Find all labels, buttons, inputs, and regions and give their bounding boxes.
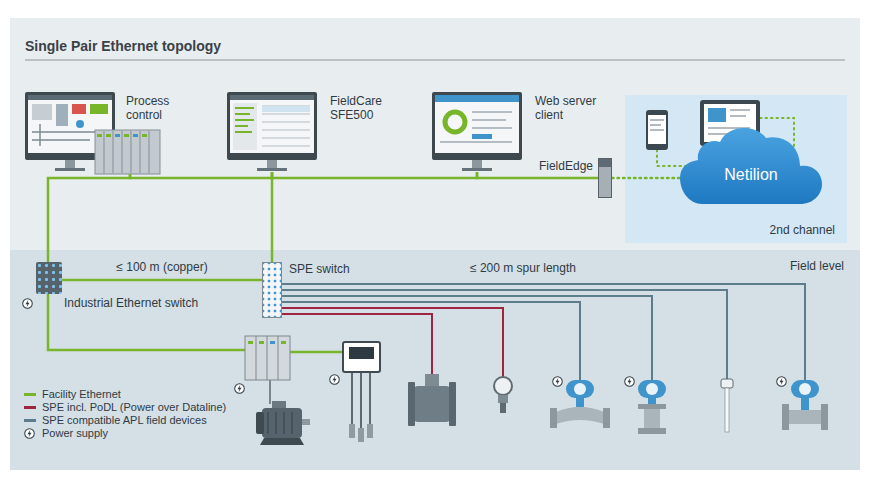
web-client-station: Web server client <box>432 92 522 172</box>
web-client-monitor <box>432 92 522 171</box>
cloud-panel-ground <box>625 95 847 243</box>
annotation-text: ≤ 200 m spur length <box>470 261 576 275</box>
title-rule <box>25 60 845 61</box>
legend-text: SPE compatible APL field devices <box>42 414 207 427</box>
coriolis-flowmeter <box>550 380 610 428</box>
vortex-flowmeter <box>638 380 666 434</box>
node-label: Industrial Ethernet switch <box>64 296 198 310</box>
diagram-title: Single Pair Ethernet topology <box>25 38 221 55</box>
electromagnetic-flowmeter <box>408 374 456 426</box>
legend-text: Power supply <box>42 427 108 440</box>
legend-row: Power supply <box>24 427 108 440</box>
multi-sensor-transmitter <box>343 342 380 442</box>
legend-swatch <box>24 393 36 396</box>
process-control-station: Process control <box>25 92 160 174</box>
cloud-fill <box>680 128 822 204</box>
ethernet-link <box>272 172 477 178</box>
title-holder: Single Pair Ethernet topology <box>25 38 221 55</box>
pressure-transmitter <box>494 377 512 413</box>
note-holder: Field level <box>790 259 844 273</box>
field-level-band <box>10 250 860 470</box>
node-label: Web server client <box>535 94 605 122</box>
node-label: SPE switch <box>289 262 350 276</box>
ultrasonic-flowmeter <box>782 380 828 430</box>
annotation-text: Field level <box>790 259 844 273</box>
control-level-band <box>10 18 860 250</box>
node-label: 2nd channel <box>770 223 835 237</box>
ethernet-link <box>271 172 274 262</box>
legend-swatch <box>24 406 36 409</box>
ethernet-link <box>612 177 680 180</box>
legend-row: SPE incl. PoDL (Power over Dataline) <box>24 401 226 414</box>
cloud-shape: Netilion <box>680 122 822 207</box>
legend-text: Facility Ethernet <box>42 388 121 401</box>
controller-rack <box>95 130 160 174</box>
node-label: FieldCare SFE500 <box>330 94 400 122</box>
ethernet-link <box>48 174 130 262</box>
edge-gateway: FieldEdge <box>598 158 612 198</box>
temperature-sensor <box>721 379 733 432</box>
motor <box>256 401 310 445</box>
link-label-holder: ≤ 100 m (copper) <box>113 260 210 274</box>
legend-row: Facility Ethernet <box>24 388 121 401</box>
spur-cables <box>282 284 805 380</box>
fieldcare-monitor <box>227 92 317 171</box>
ethernet-link <box>62 279 262 282</box>
link-length-label: ≤ 100 m (copper) <box>113 260 210 274</box>
node-label: FieldEdge <box>539 159 593 173</box>
power-supply-symbols <box>23 299 787 439</box>
cloud-outline <box>680 122 822 207</box>
remote-io <box>245 336 290 380</box>
legend-row: SPE compatible APL field devices <box>24 414 207 427</box>
node-label: Netilion <box>724 166 777 184</box>
engineering-station: FieldCare SFE500 <box>227 92 317 172</box>
ethernet-link <box>130 172 272 178</box>
legend-text: SPE incl. PoDL (Power over Dataline) <box>42 401 226 414</box>
industrial-switch: Industrial Ethernet switch <box>36 262 62 294</box>
legend-swatch <box>24 419 36 422</box>
cloud-panel: 2nd channel Netilion <box>625 95 847 243</box>
node-label: Process control <box>126 94 188 122</box>
facility-ethernet-wires <box>48 294 343 404</box>
note-holder: ≤ 200 m spur length <box>470 261 576 275</box>
spe-switch: SPE switch <box>262 262 282 318</box>
